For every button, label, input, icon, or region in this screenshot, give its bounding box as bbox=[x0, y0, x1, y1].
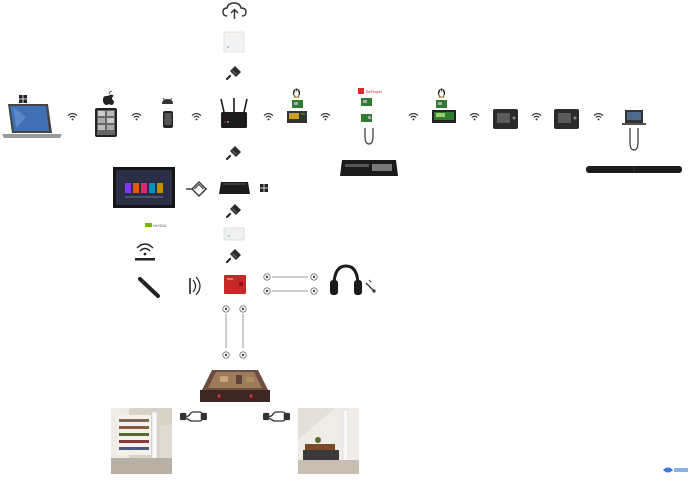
linux-tux-icon bbox=[292, 88, 301, 98]
ethernet-plug-icon bbox=[226, 65, 242, 81]
room-photo-right bbox=[298, 408, 359, 474]
wifi-icon bbox=[320, 112, 331, 121]
tablet-device bbox=[95, 108, 117, 137]
dac-hat-display bbox=[287, 111, 307, 123]
touch-display-unit bbox=[432, 110, 456, 123]
soundbar bbox=[586, 166, 682, 173]
headphones-icon bbox=[330, 264, 362, 295]
streamer-box bbox=[554, 109, 579, 129]
aux-cable bbox=[629, 128, 639, 151]
wifi-icon bbox=[67, 112, 78, 121]
ethernet-plug-icon bbox=[226, 203, 242, 219]
android-logo-icon bbox=[162, 97, 173, 104]
rca-cable-headphones-top bbox=[263, 273, 318, 281]
laptop-windows bbox=[2, 104, 62, 138]
wireless-receiver-icon bbox=[135, 243, 155, 261]
wifi-icon bbox=[531, 112, 542, 121]
watermark-logo bbox=[663, 467, 688, 473]
bpi-label: BePlayer bbox=[366, 89, 383, 94]
nvidia-label: NVIDIA bbox=[153, 223, 167, 228]
usb-dac bbox=[224, 275, 246, 294]
media-pc-box bbox=[219, 182, 250, 194]
apple-logo-icon bbox=[103, 90, 114, 105]
windows-logo-icon bbox=[260, 184, 268, 192]
infrared-icon bbox=[189, 276, 201, 296]
wifi-icon bbox=[131, 112, 142, 121]
modem-icon bbox=[223, 31, 245, 53]
rca-cable-amp-left bbox=[222, 305, 230, 359]
windows-logo-icon bbox=[19, 95, 27, 103]
wifi-icon bbox=[191, 112, 202, 121]
xlr-cable-icon bbox=[180, 411, 207, 422]
nvidia-shield: NVIDIA bbox=[145, 223, 167, 228]
pcb-board bbox=[361, 114, 372, 122]
ethernet-plug-icon bbox=[226, 145, 242, 161]
pcb-board bbox=[436, 100, 447, 108]
wifi-icon bbox=[593, 112, 604, 121]
pcb-board bbox=[361, 98, 372, 106]
wifi-icon bbox=[408, 112, 419, 121]
router-icon bbox=[220, 98, 248, 128]
cloud-upload-icon bbox=[222, 2, 247, 19]
streamer-display bbox=[622, 110, 646, 125]
phone-device bbox=[163, 111, 173, 128]
rca-cable-amp-right bbox=[239, 305, 247, 359]
pcb-board bbox=[292, 100, 303, 108]
hdmi-plug-icon bbox=[186, 181, 207, 197]
aux-cable bbox=[364, 128, 374, 145]
power-amplifier bbox=[200, 370, 270, 402]
remote-control-icon bbox=[138, 277, 160, 298]
tv-display bbox=[113, 167, 175, 208]
aux-jack-icon bbox=[365, 279, 376, 293]
wifi-icon bbox=[263, 112, 274, 121]
linux-tux-icon bbox=[437, 88, 446, 98]
rca-cable-headphones-bottom bbox=[263, 287, 318, 295]
ethernet-plug-icon bbox=[226, 248, 242, 264]
network-switch bbox=[223, 227, 245, 241]
bpi-logo: BePlayer bbox=[358, 88, 383, 94]
wifi-icon bbox=[469, 112, 480, 121]
room-photo-left bbox=[111, 408, 172, 474]
network-cd-player bbox=[340, 160, 398, 176]
streamer-box bbox=[493, 109, 518, 129]
xlr-cable-icon bbox=[263, 411, 290, 422]
